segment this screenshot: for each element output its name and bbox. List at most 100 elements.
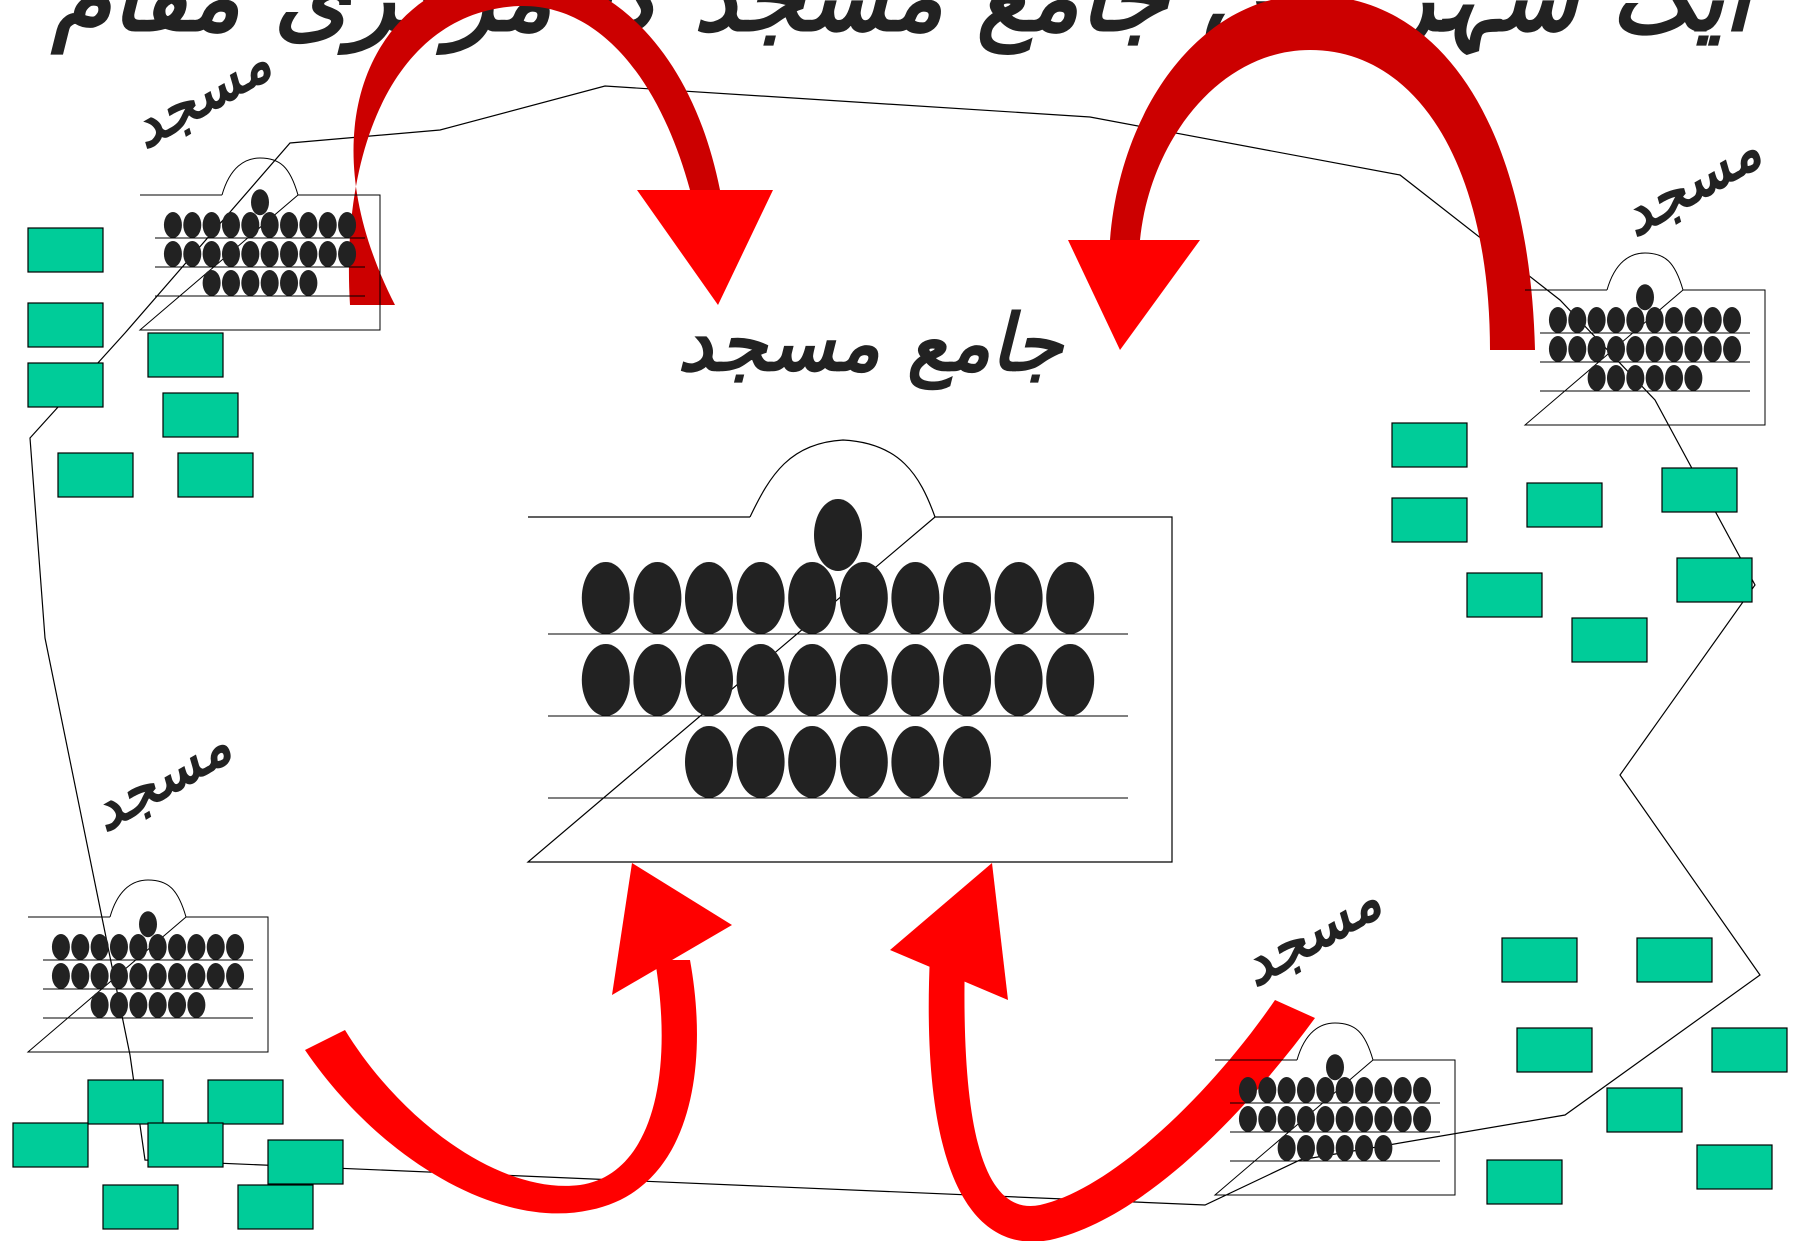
worshipper-dot: [280, 212, 299, 238]
central-mosque-dome: [749, 439, 936, 518]
worshipper-dot: [183, 241, 202, 267]
worshipper-dot: [1606, 307, 1625, 333]
imam-dot: [139, 911, 157, 938]
worshipper-dot: [338, 212, 357, 238]
worshipper-dot: [163, 212, 182, 238]
worshipper-dot: [943, 644, 991, 716]
worshipper-dot: [1296, 1106, 1315, 1132]
worshipper-dot: [1606, 365, 1625, 391]
worshipper-dot: [71, 934, 90, 960]
arrow-bottom-left: [305, 863, 732, 1214]
worshipper-dot: [206, 963, 225, 989]
worshipper-dot: [241, 212, 260, 238]
worshipper-dot: [338, 241, 357, 267]
mosque-bottom-right: [1213, 1022, 1456, 1196]
mosque-frame: [138, 194, 381, 331]
worshipper-dot: [1626, 336, 1645, 362]
worshipper-dot: [1393, 1077, 1412, 1103]
house-block: [1676, 557, 1753, 603]
worshipper-dot: [148, 992, 167, 1018]
worshipper-dot: [1548, 336, 1567, 362]
worshipper-dot: [241, 241, 260, 267]
worshipper-dot: [1335, 1135, 1354, 1161]
house-block: [177, 452, 254, 498]
worshipper-dot: [788, 644, 837, 716]
worshipper-dot: [1665, 336, 1684, 362]
arrow-top-right: [1068, 0, 1535, 350]
worshipper-dot: [685, 562, 733, 634]
house-block: [1526, 482, 1603, 528]
house-block: [1571, 617, 1648, 663]
worshipper-dot: [1258, 1077, 1277, 1103]
worshipper-dot: [202, 270, 221, 296]
mosque-worshippers: [155, 189, 365, 297]
worshipper-dot: [1238, 1106, 1257, 1132]
worshipper-dot: [1665, 307, 1684, 333]
worshipper-dot: [168, 963, 187, 989]
worshipper-dot: [206, 934, 225, 960]
worshipper-dot: [109, 963, 128, 989]
city-boundary: [29, 85, 1761, 1206]
mosque-label-top-right: مسجد: [1608, 116, 1773, 250]
mosque-frame: [26, 916, 269, 1053]
worshipper-dot: [633, 644, 682, 716]
house-block: [162, 392, 239, 438]
imam-dot: [814, 499, 862, 571]
worshipper-dot: [1626, 365, 1645, 391]
worshipper-dot: [1277, 1135, 1296, 1161]
worshipper-dot: [1258, 1106, 1277, 1132]
arrow-bottom-left-head: [612, 863, 732, 995]
worshipper-dot: [1665, 365, 1684, 391]
worshipper-dot: [1684, 307, 1703, 333]
worshipper-dot: [994, 644, 1043, 716]
worshipper-dot: [943, 726, 991, 798]
mosque-dome: [109, 879, 187, 918]
worshipper-dot: [1703, 336, 1722, 362]
worshipper-dot: [891, 726, 940, 798]
worshipper-dot: [1316, 1106, 1335, 1132]
worshipper-dot: [299, 212, 318, 238]
house-block: [1636, 937, 1713, 983]
worshipper-dot: [736, 644, 785, 716]
worshipper-dot: [168, 934, 187, 960]
worshipper-dot: [129, 963, 148, 989]
worshipper-dot: [148, 934, 167, 960]
house-block: [1661, 467, 1738, 513]
worshipper-dot: [90, 934, 109, 960]
house-block: [57, 452, 134, 498]
worshipper-dot: [221, 212, 240, 238]
house-block: [147, 1122, 224, 1168]
mosque-dome: [1606, 252, 1684, 291]
mosque-dome: [221, 157, 299, 196]
worshipper-dot: [1684, 365, 1703, 391]
worshipper-dot: [1046, 562, 1095, 634]
house-block: [147, 332, 224, 378]
worshipper-dot: [1335, 1077, 1354, 1103]
worshipper-dot: [1374, 1077, 1393, 1103]
worshipper-dot: [168, 992, 187, 1018]
worshipper-dot: [226, 934, 245, 960]
worshipper-dot: [1296, 1077, 1315, 1103]
worshipper-dot: [241, 270, 260, 296]
mosque-dome: [1296, 1022, 1374, 1061]
worshipper-dot: [90, 992, 109, 1018]
worshipper-dot: [260, 241, 279, 267]
worshipper-dot: [187, 934, 206, 960]
houses: [12, 227, 1788, 1230]
worshipper-dot: [1703, 307, 1722, 333]
worshipper-dot: [1645, 336, 1664, 362]
worshipper-dot: [1296, 1135, 1315, 1161]
worshipper-dot: [318, 212, 337, 238]
worshipper-dot: [581, 644, 630, 716]
house-block: [1391, 497, 1468, 543]
worshipper-dot: [51, 963, 70, 989]
house-block: [27, 362, 104, 408]
mosque-top-right: [1523, 252, 1766, 426]
worshipper-dot: [839, 644, 888, 716]
mosque-frame: [1213, 1059, 1456, 1196]
worshipper-dot: [1277, 1077, 1296, 1103]
worshipper-dot: [202, 212, 221, 238]
house-block: [102, 1184, 179, 1230]
worshipper-dot: [187, 992, 206, 1018]
